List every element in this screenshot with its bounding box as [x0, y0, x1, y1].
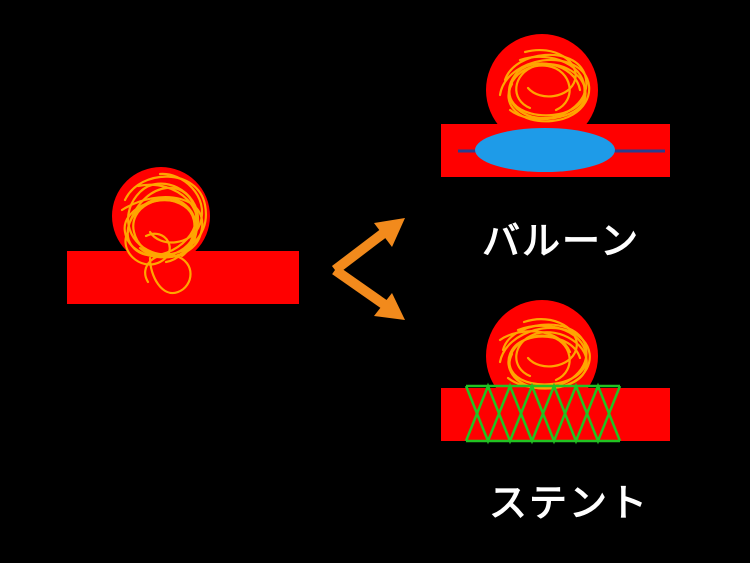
coil-mass-icon	[498, 49, 591, 123]
double-branch-arrow-icon	[331, 218, 405, 320]
parent-artery	[441, 388, 670, 441]
balloon-caption: バルーン	[482, 219, 641, 263]
stent-mesh-icon	[464, 382, 622, 445]
balloon-assisted-coiling	[441, 34, 670, 177]
coil-mass-icon	[120, 172, 208, 295]
stent-assisted-coiling	[441, 300, 670, 445]
balloon-icon	[475, 128, 615, 172]
stent-caption: ステント	[489, 481, 650, 525]
vessel-before-treatment	[67, 167, 299, 304]
coil-mass-icon	[498, 318, 591, 390]
